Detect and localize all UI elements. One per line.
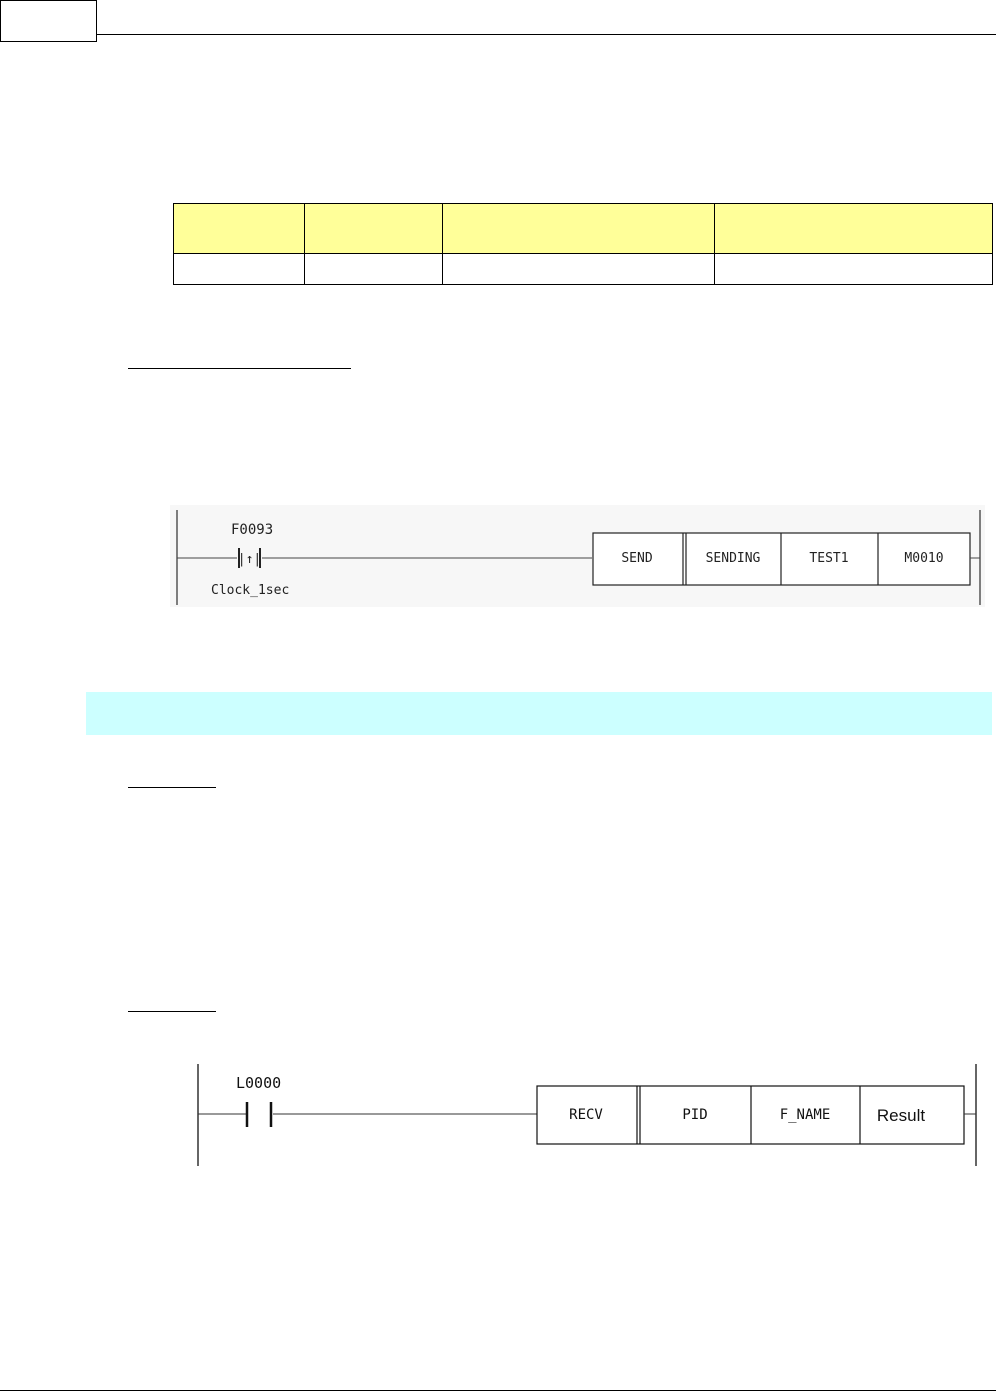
rising-edge-contact-icon	[238, 548, 261, 568]
table-header-cell	[173, 203, 305, 254]
parameter-table	[173, 203, 993, 285]
ladder-diagram-send: |↑| F0093 Clock_1sec SEND SENDING TEST1 …	[170, 505, 985, 607]
table-header-cell	[304, 203, 443, 254]
block-cell-operand: Result	[877, 1106, 925, 1125]
contact-comment: Clock_1sec	[211, 583, 289, 598]
normally-open-contact-icon	[245, 1102, 273, 1127]
table-cell	[304, 253, 443, 285]
section-heading-underline	[128, 368, 351, 369]
section-heading-underline	[128, 787, 216, 788]
table-row	[173, 253, 993, 285]
block-cell-operand: M0010	[904, 551, 943, 566]
block-cell-instruction: RECV	[569, 1107, 603, 1123]
table-header-row	[173, 203, 993, 254]
table-cell	[173, 253, 305, 285]
table-cell	[442, 253, 715, 285]
contact-address: F0093	[231, 522, 273, 538]
contact-address: L0000	[236, 1074, 281, 1092]
contact-edge-symbol: |↑|	[238, 552, 261, 567]
section-heading-band	[86, 692, 992, 735]
block-cell-operand: PID	[682, 1107, 707, 1123]
footer-rule	[0, 1390, 996, 1391]
table-header-cell	[714, 203, 993, 254]
block-cell-operand: SENDING	[706, 551, 761, 566]
table-cell	[714, 253, 993, 285]
page-number-box	[0, 0, 97, 42]
block-cell-operand: F_NAME	[780, 1107, 831, 1123]
section-heading-underline	[128, 1011, 216, 1012]
table-header-cell	[442, 203, 715, 254]
block-cell-instruction: SEND	[621, 551, 652, 566]
block-cell-operand: TEST1	[809, 551, 848, 566]
header-rule	[97, 34, 996, 35]
ladder-diagram-recv: L0000 RECV PID F_NAME Result	[190, 1060, 985, 1170]
